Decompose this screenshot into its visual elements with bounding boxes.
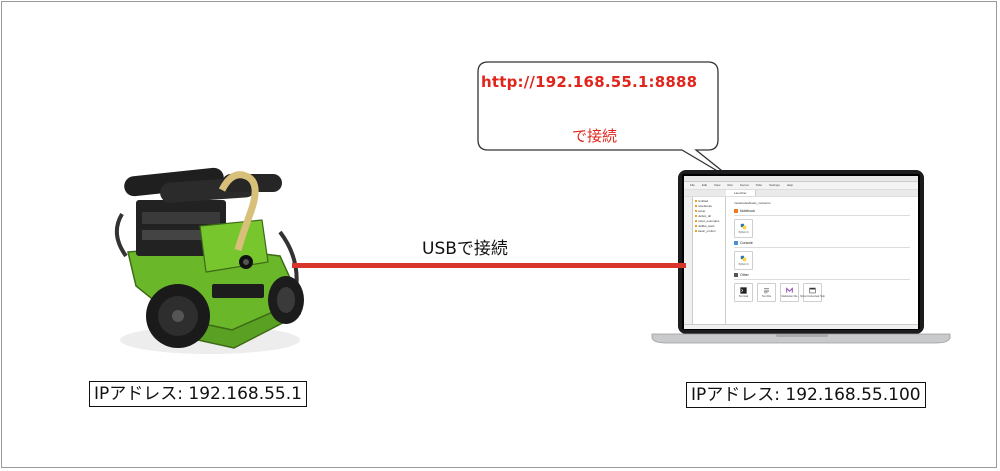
section-label: Notebook [740, 209, 755, 213]
python-icon [740, 223, 747, 230]
help-icon [809, 287, 816, 294]
section-label: Console [740, 241, 753, 245]
menu-run[interactable]: Run [727, 183, 733, 187]
launcher-card-notebook-python[interactable]: Python 3 [734, 219, 753, 238]
menu-help[interactable]: Help [786, 183, 794, 187]
markdown-icon [786, 287, 793, 293]
usb-connection-label: USBで接続 [422, 239, 508, 259]
launcher-card-terminal[interactable]: Terminal [734, 283, 753, 302]
card-label: Terminal [738, 295, 749, 298]
card-label: Text File [761, 295, 772, 298]
file-item[interactable]: Jetbot_dir [695, 214, 723, 219]
file-item[interactable]: robot_examples [695, 219, 723, 224]
file-item[interactable]: JetBot_tests [695, 224, 723, 229]
usb-cable [292, 263, 686, 268]
bubble-url-text: http://192.168.55.1:8888 [481, 73, 698, 91]
section-notebook: Notebook [734, 209, 910, 213]
laptop-ip-label: IPアドレス: 192.168.55.100 [686, 382, 926, 408]
launcher-card-help[interactable]: Show Contextual Help [800, 283, 825, 302]
robot-illustration [114, 167, 304, 354]
card-label: Python 3 [738, 231, 749, 234]
tab-launcher[interactable]: Launcher [726, 190, 756, 196]
bubble-connect-text: で接続 [572, 127, 618, 145]
menu-tabs[interactable]: Tabs [755, 183, 762, 187]
other-icon [734, 273, 738, 277]
card-label: Show Contextual Help [800, 295, 825, 298]
robot-ip-label: IPアドレス: 192.168.55.1 [89, 381, 307, 407]
python-icon [740, 255, 747, 262]
launcher-card-console-python[interactable]: Python 3 [734, 251, 753, 270]
card-label: Python 3 [738, 263, 749, 266]
browser-titlebar [684, 176, 918, 182]
terminal-icon [740, 287, 747, 294]
status-bar [684, 324, 918, 329]
menu-view[interactable]: View [714, 183, 721, 187]
section-label: Other [740, 273, 749, 277]
menu-kernel[interactable]: Kernel [739, 183, 749, 187]
launcher-card-markdown[interactable]: Markdown File [780, 283, 799, 302]
text-file-icon [764, 288, 769, 294]
file-item[interactable]: notebooks [695, 204, 723, 209]
file-item[interactable]: Untitled [695, 199, 723, 204]
menu-file[interactable]: File [690, 183, 695, 187]
menu-edit[interactable]: Edit [701, 183, 708, 187]
speech-bubble [477, 61, 737, 183]
tab-bar: Launcher [684, 190, 918, 197]
launcher-path: /notebooks/basic_motion/ui [734, 201, 771, 205]
file-item[interactable]: basic_motion [695, 229, 723, 234]
file-item[interactable]: setup [695, 209, 723, 214]
section-other: Other [734, 273, 910, 277]
launcher-card-text-file[interactable]: Text File [757, 283, 776, 302]
launcher-panel: /notebooks/basic_motion/ui Notebook Pyth… [726, 197, 918, 327]
console-icon [734, 241, 738, 245]
file-browser: Untitled notebooks setup Jetbot_dir robo… [693, 197, 726, 327]
activity-sidebar[interactable] [684, 197, 693, 327]
card-label: Markdown File [781, 295, 798, 298]
menu-settings[interactable]: Settings [769, 183, 780, 187]
laptop-screen: File Edit View Run Kernel Tabs Settings … [684, 176, 918, 329]
notebook-icon [734, 209, 738, 213]
menu-bar: File Edit View Run Kernel Tabs Settings … [684, 182, 918, 190]
section-console: Console [734, 241, 910, 245]
